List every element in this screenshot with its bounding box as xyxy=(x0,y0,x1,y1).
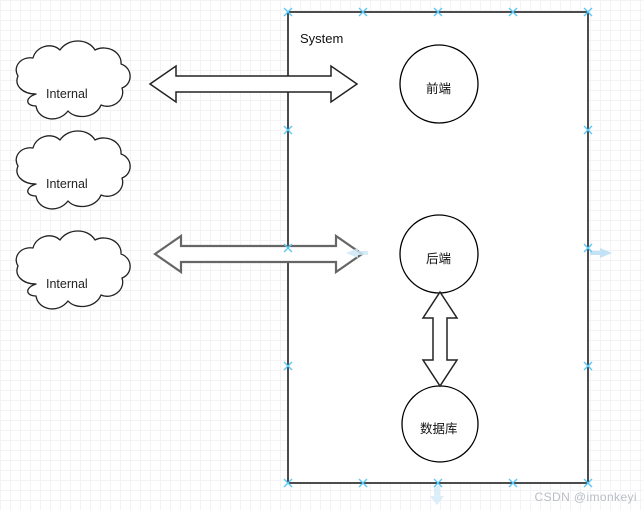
circle-frontend-label: 前端 xyxy=(426,82,452,96)
selection-handle xyxy=(433,478,443,488)
hint-arrow-down-icon xyxy=(430,486,444,505)
cloud-internal-1[interactable] xyxy=(15,40,131,120)
cloud-internal-3[interactable] xyxy=(15,230,131,310)
selection-handle xyxy=(283,478,293,488)
hint-arrow-right-icon xyxy=(590,248,612,258)
selection-handle xyxy=(583,7,593,17)
selection-handle xyxy=(283,243,293,253)
cloud-internal-2-label: Internal xyxy=(46,177,88,191)
circle-frontend[interactable] xyxy=(399,44,479,124)
selection-handle xyxy=(583,243,593,253)
watermark: CSDN @imonkeyi xyxy=(534,490,637,504)
selection-handle xyxy=(508,478,518,488)
backend-database-arrow[interactable] xyxy=(421,290,459,388)
selection-handle xyxy=(283,361,293,371)
cloud-internal-1-label: Internal xyxy=(46,87,88,101)
selection-handle xyxy=(583,125,593,135)
selection-handle xyxy=(433,7,443,17)
cloud-internal-3-label: Internal xyxy=(46,277,88,291)
hint-arrow-left-icon xyxy=(346,248,368,258)
circle-database-label: 数据库 xyxy=(420,422,458,436)
top-bidirectional-arrow[interactable] xyxy=(148,64,359,104)
circle-backend-label: 后端 xyxy=(426,252,452,266)
selection-handle xyxy=(583,478,593,488)
selection-handles[interactable] xyxy=(283,7,593,488)
selection-handle xyxy=(283,125,293,135)
system-box-label: System xyxy=(300,31,344,46)
selection-handle xyxy=(358,478,368,488)
selection-handle xyxy=(283,7,293,17)
selection-handle xyxy=(508,7,518,17)
selection-handle xyxy=(583,361,593,371)
selection-handle xyxy=(358,7,368,17)
cloud-internal-2[interactable] xyxy=(15,130,131,210)
